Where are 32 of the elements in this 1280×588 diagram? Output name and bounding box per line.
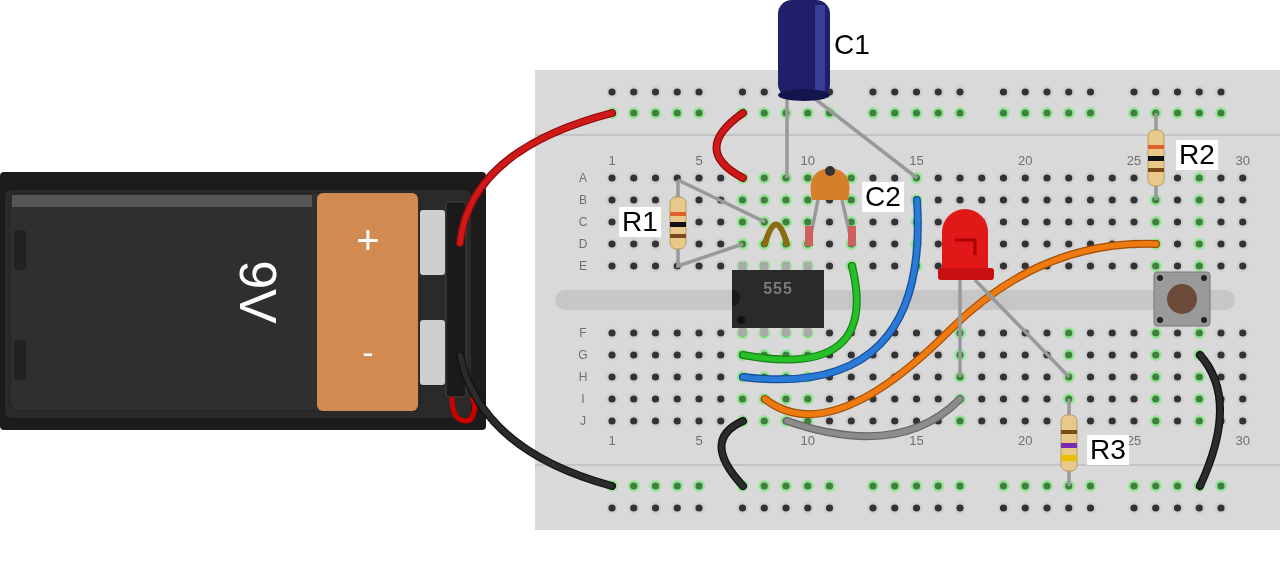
row-letter: C bbox=[578, 216, 588, 228]
row-letter: H bbox=[578, 371, 588, 383]
component-label: R3 bbox=[1087, 435, 1129, 465]
column-number: 5 bbox=[695, 433, 703, 447]
component-label: R2 bbox=[1176, 140, 1218, 170]
component-label: R1 bbox=[619, 207, 661, 237]
column-number: 20 bbox=[1018, 153, 1033, 167]
column-number: 20 bbox=[1018, 433, 1033, 447]
row-letter: J bbox=[580, 415, 586, 427]
column-number: 30 bbox=[1235, 433, 1250, 447]
column-number: 30 bbox=[1235, 153, 1250, 167]
row-letter: D bbox=[578, 238, 588, 250]
column-number: 15 bbox=[909, 153, 924, 167]
column-number: 10 bbox=[800, 153, 815, 167]
row-letter: G bbox=[578, 349, 588, 361]
column-number: 10 bbox=[800, 433, 815, 447]
row-letter: A bbox=[579, 172, 587, 184]
polarity-sign: - bbox=[362, 335, 374, 369]
polarity-sign: + bbox=[356, 220, 380, 260]
column-number: 1 bbox=[608, 433, 616, 447]
row-letter: F bbox=[579, 327, 587, 339]
column-number: 1 bbox=[608, 153, 616, 167]
component-label: C2 bbox=[862, 182, 904, 212]
row-letter: E bbox=[579, 260, 587, 272]
row-letter: B bbox=[579, 194, 587, 206]
component-label: C1 bbox=[834, 31, 870, 59]
column-number: 25 bbox=[1126, 153, 1142, 167]
chip-marking: 555 bbox=[763, 281, 793, 297]
column-number: 15 bbox=[909, 433, 924, 447]
voltage-marking: 9V bbox=[232, 260, 284, 324]
row-letter: I bbox=[581, 393, 585, 405]
column-number: 5 bbox=[695, 153, 703, 167]
